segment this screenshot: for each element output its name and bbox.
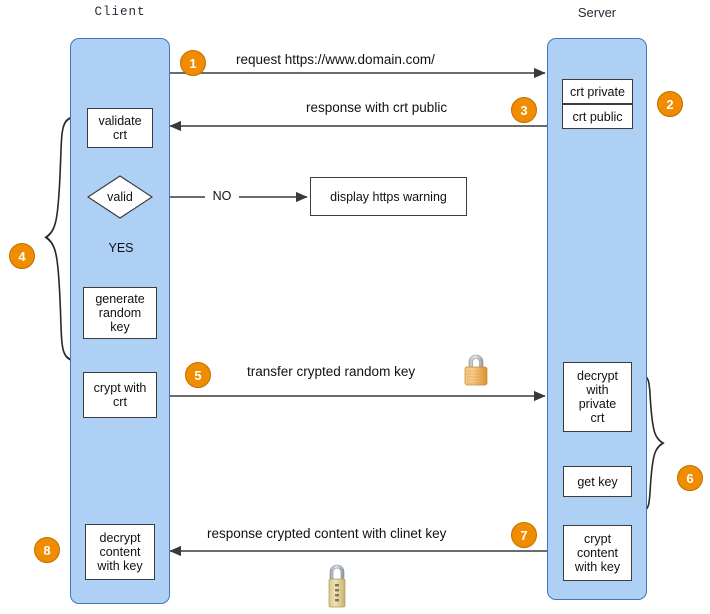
marker-step-7: 7	[511, 522, 537, 548]
box-line: crt public	[572, 109, 623, 124]
box-line: generate	[95, 292, 145, 306]
box-line: with key	[574, 560, 621, 574]
box-line: crt	[113, 128, 127, 142]
marker-step-6: 6	[677, 465, 703, 491]
box-line: with key	[97, 559, 143, 573]
box-line: decrypt	[99, 531, 141, 545]
box-crt-private: crt private	[562, 79, 633, 104]
marker-step-1: 1	[180, 50, 206, 76]
box-crypt-with-crt: crypt with crt	[83, 372, 157, 418]
decision-label: valid	[107, 190, 133, 204]
marker-step-4: 4	[9, 243, 35, 269]
combination-padlock-icon	[322, 559, 352, 614]
label-msg-response-crt: response with crt public	[306, 100, 448, 115]
marker-step-2: 2	[657, 91, 683, 117]
brace-step-4	[44, 116, 73, 362]
label-yes: YES	[108, 241, 134, 255]
box-line: get key	[577, 474, 618, 489]
box-display-https-warning: display https warning	[310, 177, 467, 216]
lane-title-client: Client	[94, 5, 146, 19]
box-generate-random-key: generate random key	[83, 287, 157, 339]
box-line: crypt with	[93, 381, 147, 395]
box-line: decrypt	[577, 369, 618, 383]
box-line: random	[98, 306, 142, 320]
diamond-shape	[86, 175, 154, 219]
box-crt-public: crt public	[562, 104, 633, 129]
decision-valid: valid	[86, 175, 154, 219]
marker-step-5: 5	[185, 362, 211, 388]
box-line: with	[586, 383, 609, 397]
box-line: crypt	[583, 532, 612, 546]
lane-title-server: Server	[577, 5, 617, 20]
box-line: content	[576, 546, 618, 560]
box-decrypt-content-with-key: decrypt content with key	[85, 524, 155, 580]
box-line: content	[99, 545, 141, 559]
box-line: crt	[590, 411, 605, 425]
box-validate-crt: validate crt	[87, 108, 153, 148]
label-no: NO	[206, 189, 238, 203]
label-msg-response-content: response crypted content with clinet key	[207, 526, 447, 541]
label-msg-request: request https://www.domain.com/	[236, 52, 435, 67]
box-line: crt private	[570, 84, 625, 99]
lane-server	[547, 38, 647, 600]
box-line: validate	[98, 114, 142, 128]
box-decrypt-with-private-crt: decrypt with private crt	[563, 362, 632, 432]
box-line: key	[110, 320, 130, 334]
closed-padlock-icon	[460, 352, 492, 393]
box-crypt-content-with-key: crypt content with key	[563, 525, 632, 581]
marker-step-3: 3	[511, 97, 537, 123]
box-line: display https warning	[330, 189, 447, 204]
box-get-key: get key	[563, 466, 632, 497]
box-line: crt	[113, 395, 127, 409]
box-line: private	[578, 397, 617, 411]
marker-step-8: 8	[34, 537, 60, 563]
label-msg-transfer: transfer crypted random key	[247, 364, 416, 379]
